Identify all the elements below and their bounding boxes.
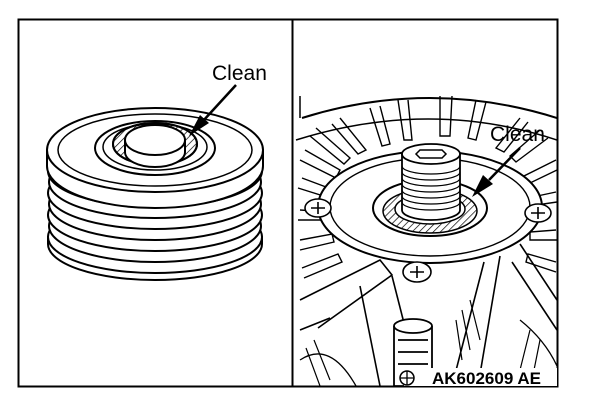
mounting-bolt-right bbox=[524, 203, 552, 223]
right-callout bbox=[472, 147, 521, 197]
mounting-bolt-bottom bbox=[402, 261, 432, 283]
left-callout-label: Clean bbox=[212, 62, 267, 85]
hex-socket bbox=[414, 149, 448, 159]
left-callout bbox=[189, 84, 237, 136]
mounting-bolt-left bbox=[304, 198, 332, 218]
right-callout-label: Clean bbox=[490, 123, 545, 146]
figure-code-block bbox=[399, 368, 557, 386]
figure-code: AK602609 AE bbox=[432, 369, 541, 388]
cooling-fins-top bbox=[369, 95, 487, 147]
alternator-shaft bbox=[401, 143, 461, 221]
housing-outer-arc bbox=[301, 97, 557, 119]
pulley-drawing bbox=[46, 107, 264, 281]
housing-spokes bbox=[299, 243, 557, 386]
callout-arrowhead bbox=[189, 115, 209, 136]
callout-arrowhead-right bbox=[472, 175, 493, 197]
